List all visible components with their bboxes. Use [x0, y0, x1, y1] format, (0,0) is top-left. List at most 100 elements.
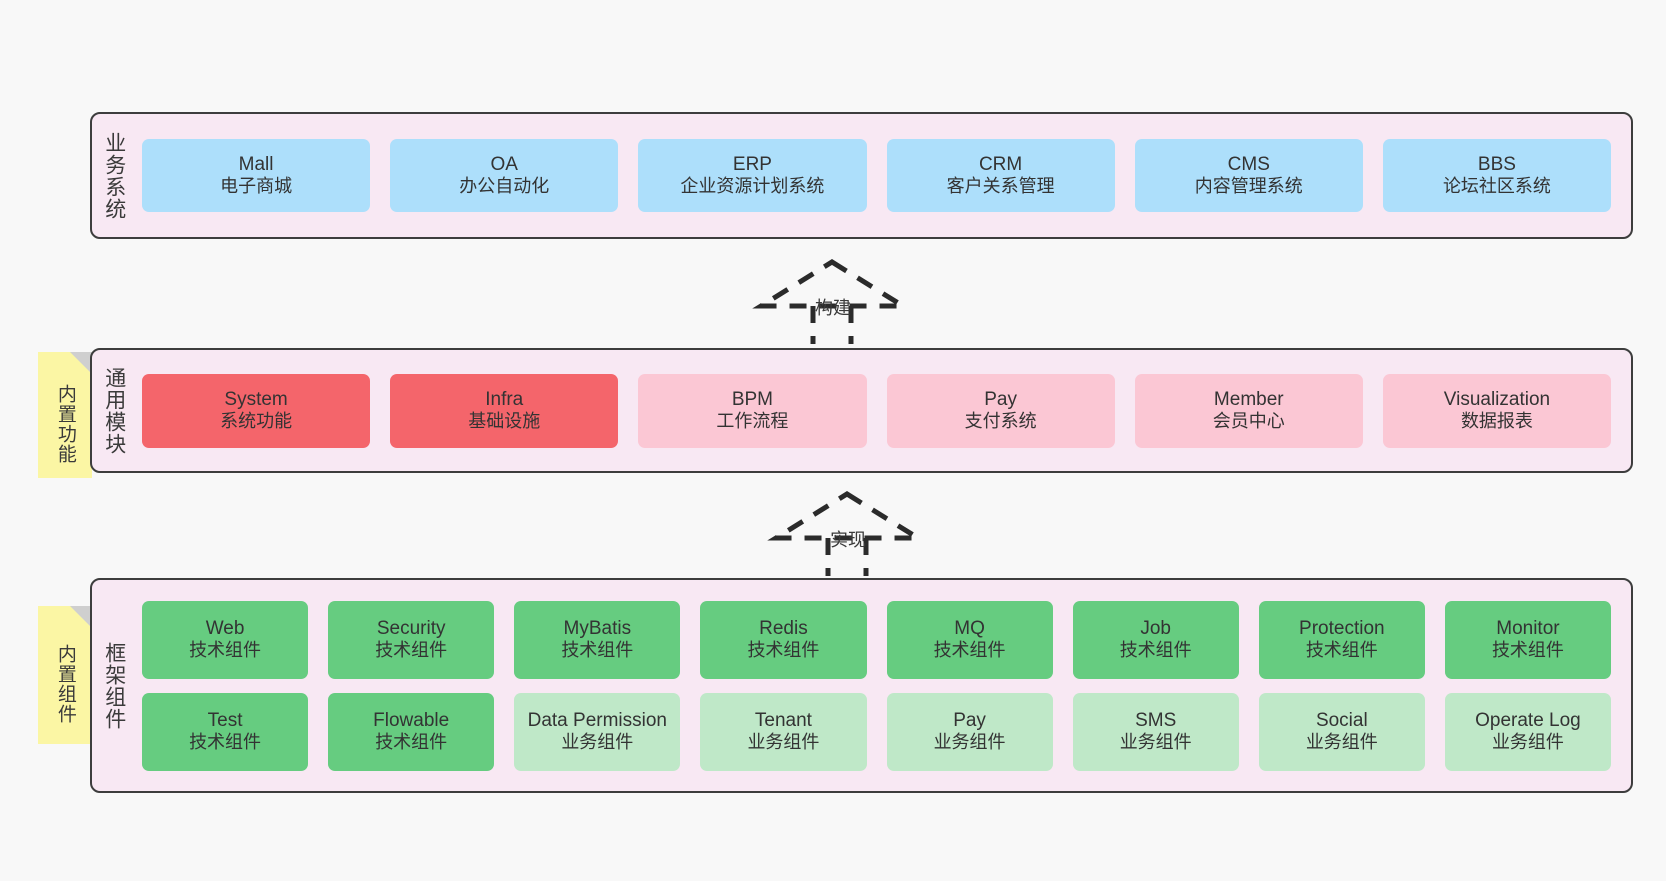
arrow-label-build: 构建	[815, 298, 851, 318]
card-pay-component[interactable]: Pay 业务组件	[886, 692, 1053, 771]
card-subtitle: 技术组件	[189, 640, 262, 661]
card-title: Job	[1140, 617, 1171, 639]
card-bpm[interactable]: BPM 工作流程	[638, 373, 867, 448]
card-subtitle: 系统功能	[220, 411, 293, 432]
section-body-common-modules: System 系统功能 Infra 基础设施 BPM 工作流程 Pay 支付系统…	[136, 350, 1631, 471]
card-operate-log[interactable]: Operate Log 业务组件	[1444, 692, 1611, 771]
card-subtitle: 业务组件	[1119, 732, 1192, 753]
arrow-hollow-triangle	[752, 259, 912, 309]
card-mall[interactable]: Mall 电子商城	[142, 139, 371, 212]
realization-arrow-implement: 实现	[767, 488, 927, 576]
card-protection[interactable]: Protection 技术组件	[1258, 600, 1425, 679]
card-title: Test	[207, 709, 243, 731]
card-title: Redis	[759, 617, 808, 639]
card-redis[interactable]: Redis 技术组件	[700, 600, 867, 679]
card-crm[interactable]: CRM 客户关系管理	[886, 139, 1115, 212]
card-subtitle: 技术组件	[747, 640, 820, 661]
card-mybatis[interactable]: MyBatis 技术组件	[514, 600, 681, 679]
section-title-common-modules: 通用模块	[102, 366, 126, 455]
section-title-framework-components: 框架组件	[102, 641, 126, 730]
card-subtitle: 技术组件	[561, 640, 634, 661]
card-title: MQ	[954, 617, 985, 639]
card-subtitle: 技术组件	[375, 640, 448, 661]
card-bbs[interactable]: BBS 论坛社区系统	[1382, 139, 1612, 212]
arrow-stem	[810, 306, 854, 344]
card-title: ERP	[732, 153, 772, 175]
card-visualization[interactable]: Visualization 数据报表	[1382, 373, 1612, 448]
card-title: Protection	[1299, 617, 1385, 639]
card-title: CRM	[978, 153, 1023, 175]
card-sms[interactable]: SMS 业务组件	[1072, 692, 1239, 771]
card-pay-module[interactable]: Pay 支付系统	[886, 373, 1115, 448]
common-modules-row: System 系统功能 Infra 基础设施 BPM 工作流程 Pay 支付系统…	[142, 373, 1612, 448]
note-fold-corner-icon	[70, 606, 92, 628]
card-title: Operate Log	[1475, 709, 1581, 731]
section-body-framework-components: Web 技术组件 Security 技术组件 MyBatis 技术组件 Redi…	[136, 580, 1631, 791]
section-body-business-systems: Mall 电子商城 OA 办公自动化 ERP 企业资源计划系统 CRM 客户关系…	[136, 114, 1631, 237]
card-subtitle: 企业资源计划系统	[680, 176, 825, 197]
card-system[interactable]: System 系统功能	[142, 373, 371, 448]
card-title: Flowable	[373, 709, 450, 731]
card-tenant[interactable]: Tenant 业务组件	[700, 692, 867, 771]
card-oa[interactable]: OA 办公自动化	[390, 139, 619, 212]
framework-row-technical: Web 技术组件 Security 技术组件 MyBatis 技术组件 Redi…	[142, 600, 1611, 679]
card-subtitle: 会员中心	[1212, 411, 1285, 432]
card-title: Mall	[238, 153, 274, 175]
card-subtitle: 论坛社区系统	[1442, 176, 1551, 197]
card-flowable[interactable]: Flowable 技术组件	[328, 692, 495, 771]
card-subtitle: 业务组件	[561, 732, 634, 753]
arrow-stem	[825, 538, 869, 576]
card-test[interactable]: Test 技术组件	[142, 692, 309, 771]
card-subtitle: 数据报表	[1460, 411, 1533, 432]
card-title: Web	[205, 617, 245, 639]
card-subtitle: 内容管理系统	[1194, 176, 1303, 197]
card-subtitle: 业务组件	[1305, 732, 1378, 753]
card-subtitle: 基础设施	[468, 411, 541, 432]
card-subtitle: 技术组件	[1305, 640, 1378, 661]
card-social[interactable]: Social 业务组件	[1258, 692, 1425, 771]
card-subtitle: 支付系统	[964, 411, 1037, 432]
section-common-modules: 通用模块 System 系统功能 Infra 基础设施 BPM 工作流程 Pay…	[90, 348, 1633, 473]
card-title: Member	[1213, 388, 1284, 410]
framework-row-business: Test 技术组件 Flowable 技术组件 Data Permission …	[142, 692, 1611, 771]
business-systems-row: Mall 电子商城 OA 办公自动化 ERP 企业资源计划系统 CRM 客户关系…	[142, 139, 1612, 212]
card-subtitle: 业务组件	[1491, 732, 1564, 753]
card-subtitle: 电子商城	[220, 176, 293, 197]
card-title: CMS	[1227, 153, 1270, 175]
card-cms[interactable]: CMS 内容管理系统	[1134, 139, 1363, 212]
card-subtitle: 办公自动化	[459, 176, 550, 197]
card-mq[interactable]: MQ 技术组件	[886, 600, 1053, 679]
card-title: Monitor	[1496, 617, 1560, 639]
card-title: Social	[1315, 709, 1368, 731]
card-title: OA	[490, 153, 518, 175]
card-subtitle: 技术组件	[1119, 640, 1192, 661]
card-title: Infra	[485, 388, 524, 410]
card-subtitle: 技术组件	[1491, 640, 1564, 661]
section-framework-components: 框架组件 Web 技术组件 Security 技术组件 MyBatis 技术组件…	[90, 578, 1633, 793]
sticky-note-builtin-features: 内置功能	[38, 352, 92, 478]
card-title: BBS	[1477, 153, 1516, 175]
card-subtitle: 客户关系管理	[946, 176, 1055, 197]
card-data-permission[interactable]: Data Permission 业务组件	[514, 692, 681, 771]
section-title-business-systems: 业务系统	[102, 131, 126, 220]
note-fold-corner-icon	[70, 352, 92, 374]
card-erp[interactable]: ERP 企业资源计划系统	[638, 139, 867, 212]
card-infra[interactable]: Infra 基础设施	[390, 373, 619, 448]
realization-arrow-build: 构建	[752, 256, 912, 344]
card-title: Pay	[953, 709, 986, 731]
card-title: System	[224, 388, 288, 410]
sticky-note-label: 内置组件	[54, 644, 76, 724]
sticky-note-label: 内置功能	[54, 384, 76, 464]
card-job[interactable]: Job 技术组件	[1072, 600, 1239, 679]
card-subtitle: 技术组件	[375, 732, 448, 753]
card-member[interactable]: Member 会员中心	[1134, 373, 1363, 448]
card-web[interactable]: Web 技术组件	[142, 600, 309, 679]
card-security[interactable]: Security 技术组件	[328, 600, 495, 679]
card-title: Data Permission	[527, 709, 667, 731]
card-subtitle: 技术组件	[933, 640, 1006, 661]
card-monitor[interactable]: Monitor 技术组件	[1444, 600, 1611, 679]
arrow-hollow-triangle	[767, 491, 927, 541]
card-subtitle: 业务组件	[747, 732, 820, 753]
card-title: Tenant	[754, 709, 812, 731]
